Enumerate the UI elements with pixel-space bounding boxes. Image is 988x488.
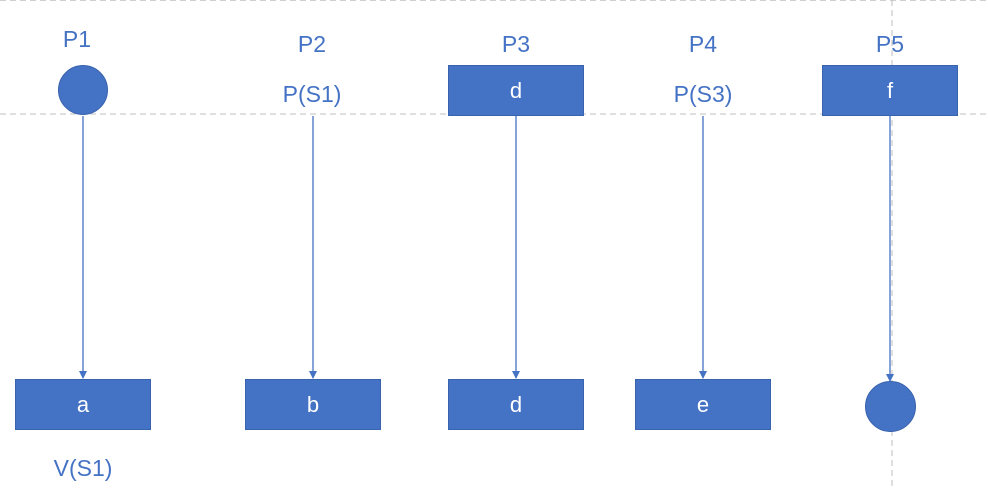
process-header-p1: P1 xyxy=(62,26,92,52)
process-header-p5: P5 xyxy=(875,31,905,57)
bottom-label-p1: V(S1) xyxy=(53,455,113,481)
top-node-box-p3: d xyxy=(448,65,584,116)
end-node-p5 xyxy=(865,381,916,432)
top-label-p4: P(S3) xyxy=(673,81,733,107)
node-box-p1: a xyxy=(15,379,151,430)
node-box-p3: d xyxy=(448,379,584,430)
process-header-p2: P2 xyxy=(297,31,327,57)
process-header-p3: P3 xyxy=(501,31,531,57)
process-header-p4: P4 xyxy=(688,31,718,57)
start-node-p1 xyxy=(58,65,108,115)
node-box-p2: b xyxy=(245,379,381,430)
top-label-p2: P(S1) xyxy=(282,81,342,107)
top-node-box-p5: f xyxy=(822,65,958,116)
node-box-p4: e xyxy=(635,379,771,430)
